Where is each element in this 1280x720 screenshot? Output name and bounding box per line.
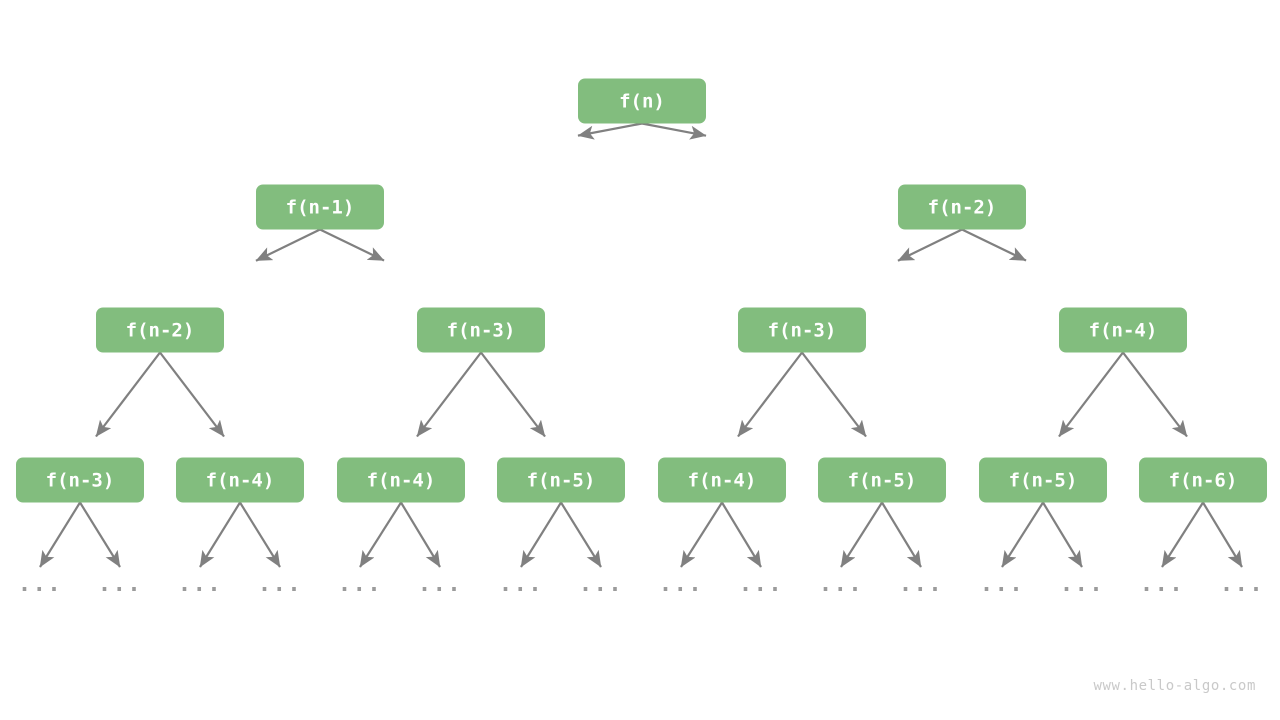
node-box <box>497 457 625 503</box>
node-box <box>337 457 465 503</box>
ellipsis-marker: ... <box>98 572 142 597</box>
tree-edge <box>1058 351 1124 438</box>
ellipsis-marker: ... <box>1140 572 1184 597</box>
tree-edge <box>319 228 385 262</box>
node-label: f(n-1) <box>286 197 355 219</box>
ellipsis-marker: ... <box>980 572 1024 597</box>
node-box <box>256 184 384 230</box>
tree-edge <box>801 351 867 438</box>
ellipsis-marker: ... <box>739 572 783 597</box>
node-label: f(n-4) <box>367 470 436 492</box>
tree-edge <box>400 501 441 568</box>
node-box <box>818 457 946 503</box>
node-box <box>176 457 304 503</box>
node-label: f(n-2) <box>928 197 997 219</box>
tree-edge <box>520 501 562 568</box>
tree-edge <box>416 351 482 438</box>
tree-edge <box>577 122 643 140</box>
tree-node[interactable]: f(n-3) <box>738 307 866 353</box>
node-label: f(n) <box>619 91 665 113</box>
tree-node[interactable]: f(n-1) <box>256 184 384 230</box>
node-label: f(n-5) <box>527 470 596 492</box>
node-label: f(n-5) <box>848 470 917 492</box>
ellipsis-marker: ... <box>579 572 623 597</box>
tree-edge <box>480 351 546 438</box>
tree-node[interactable]: f(n-5) <box>818 457 946 503</box>
tree-edge <box>1122 351 1188 438</box>
node-label: f(n-3) <box>447 320 516 342</box>
node-box <box>96 307 224 353</box>
ellipsis-marker: ... <box>899 572 943 597</box>
ellipsis-marker: ... <box>1060 572 1104 597</box>
tree-node[interactable]: f(n-4) <box>337 457 465 503</box>
node-label: f(n-6) <box>1169 470 1238 492</box>
ellipsis-marker: ... <box>819 572 863 597</box>
tree-edge <box>680 501 723 568</box>
tree-node[interactable]: f(n-5) <box>497 457 625 503</box>
node-box <box>1059 307 1187 353</box>
tree-edge <box>1202 501 1243 568</box>
tree-edge <box>79 501 121 568</box>
tree-node[interactable]: f(n-6) <box>1139 457 1267 503</box>
tree-edge <box>1161 501 1204 568</box>
tree-edge <box>95 351 161 438</box>
node-label: f(n-2) <box>126 320 195 342</box>
ellipsis-marker: ... <box>338 572 382 597</box>
tree-node[interactable]: f(n-3) <box>417 307 545 353</box>
node-label: f(n-4) <box>688 470 757 492</box>
ellipsis-marker: ... <box>178 572 222 597</box>
ellipses-layer: ........................................… <box>18 572 1264 597</box>
ellipsis-marker: ... <box>659 572 703 597</box>
edges-layer <box>39 122 1243 568</box>
tree-node[interactable]: f(n-5) <box>979 457 1107 503</box>
node-label: f(n-4) <box>1089 320 1158 342</box>
node-box <box>1139 457 1267 503</box>
node-box <box>658 457 786 503</box>
node-box <box>738 307 866 353</box>
tree-node[interactable]: f(n-3) <box>16 457 144 503</box>
node-box <box>578 78 706 124</box>
tree-node[interactable]: f(n-4) <box>1059 307 1187 353</box>
tree-edge <box>1001 501 1044 568</box>
tree-edge <box>359 501 402 568</box>
ellipsis-marker: ... <box>418 572 462 597</box>
tree-edge <box>1042 501 1083 568</box>
node-label: f(n-4) <box>206 470 275 492</box>
tree-edge <box>560 501 602 568</box>
node-box <box>898 184 1026 230</box>
node-box <box>417 307 545 353</box>
node-label: f(n-5) <box>1009 470 1078 492</box>
node-label: f(n-3) <box>46 470 115 492</box>
tree-node[interactable]: f(n-4) <box>176 457 304 503</box>
tree-node[interactable]: f(n-4) <box>658 457 786 503</box>
nodes-layer: f(n) f(n-1) f(n-2) f(n-2) f(n-3) f(n-3) f(n-4)… <box>16 78 1267 503</box>
node-box <box>16 457 144 503</box>
ellipsis-marker: ... <box>258 572 302 597</box>
watermark: www.hello-algo.com <box>1093 678 1256 694</box>
tree-edge <box>239 501 281 568</box>
ellipsis-marker: ... <box>18 572 62 597</box>
tree-edge <box>159 351 225 438</box>
ellipsis-marker: ... <box>1220 572 1264 597</box>
tree-edge <box>840 501 883 568</box>
tree-node[interactable]: f(n-2) <box>898 184 1026 230</box>
tree-edge <box>641 122 707 140</box>
tree-edge <box>897 228 963 262</box>
tree-node[interactable]: f(n) <box>578 78 706 124</box>
node-box <box>979 457 1107 503</box>
tree-node[interactable]: f(n-2) <box>96 307 224 353</box>
tree-edge <box>881 501 922 568</box>
tree-edge <box>961 228 1027 262</box>
tree-edge <box>721 501 762 568</box>
tree-edge <box>255 228 321 262</box>
tree-edge <box>39 501 81 568</box>
ellipsis-marker: ... <box>499 572 543 597</box>
tree-edge <box>199 501 241 568</box>
tree-edge <box>737 351 803 438</box>
node-label: f(n-3) <box>768 320 837 342</box>
